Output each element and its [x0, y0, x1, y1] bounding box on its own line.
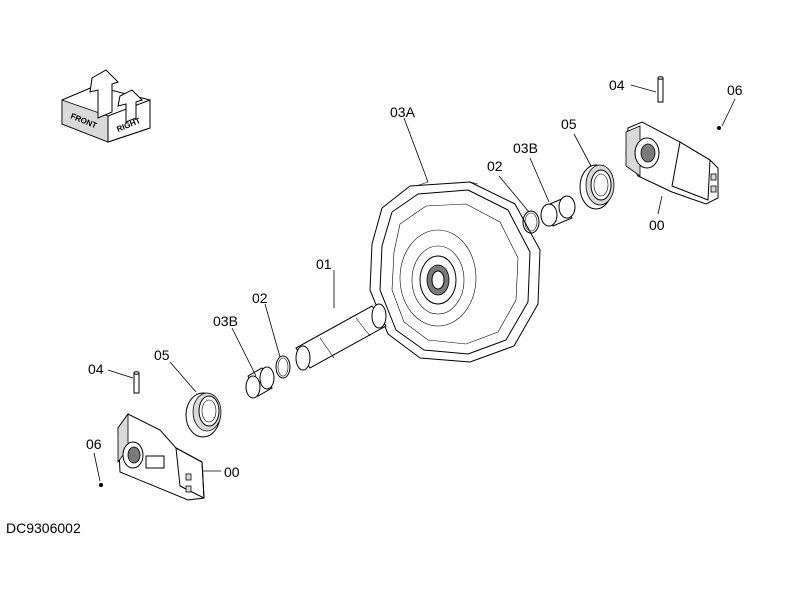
pin-right	[657, 76, 664, 103]
oring-right	[522, 210, 540, 234]
label-seal-left: 05	[154, 347, 170, 363]
idler-wheel	[369, 181, 541, 363]
label-pin-left: 04	[88, 361, 104, 377]
label-plug-left: 06	[86, 436, 102, 452]
label-plug-right: 06	[727, 82, 743, 98]
leader-lines	[93, 84, 736, 482]
label-bushing-left: 03B	[213, 313, 238, 329]
label-seal-right: 05	[561, 116, 577, 132]
drawing-code: DC9306002	[6, 520, 81, 536]
label-bushing-right: 03B	[513, 140, 538, 156]
bushing-left	[245, 366, 275, 399]
bracket-right	[625, 121, 719, 205]
label-bracket-left: 00	[224, 464, 240, 480]
plug-left	[99, 483, 103, 487]
label-bracket-right: 00	[649, 217, 665, 233]
label-oring-left: 02	[252, 290, 268, 306]
seal-left	[185, 392, 222, 438]
shaft	[295, 303, 387, 371]
label-shaft: 01	[316, 256, 332, 272]
label-pin-right: 04	[609, 77, 625, 93]
seal-right	[579, 164, 615, 210]
label-idler-wheel: 03A	[390, 104, 416, 120]
label-oring-right: 02	[487, 158, 503, 174]
orientation-marker-icon: FRONT RIGHT	[61, 69, 151, 143]
oring-left	[275, 355, 291, 379]
pin-left	[133, 371, 140, 394]
plug-right	[717, 126, 721, 130]
bracket-left	[117, 412, 205, 501]
bushing-right	[540, 195, 576, 227]
